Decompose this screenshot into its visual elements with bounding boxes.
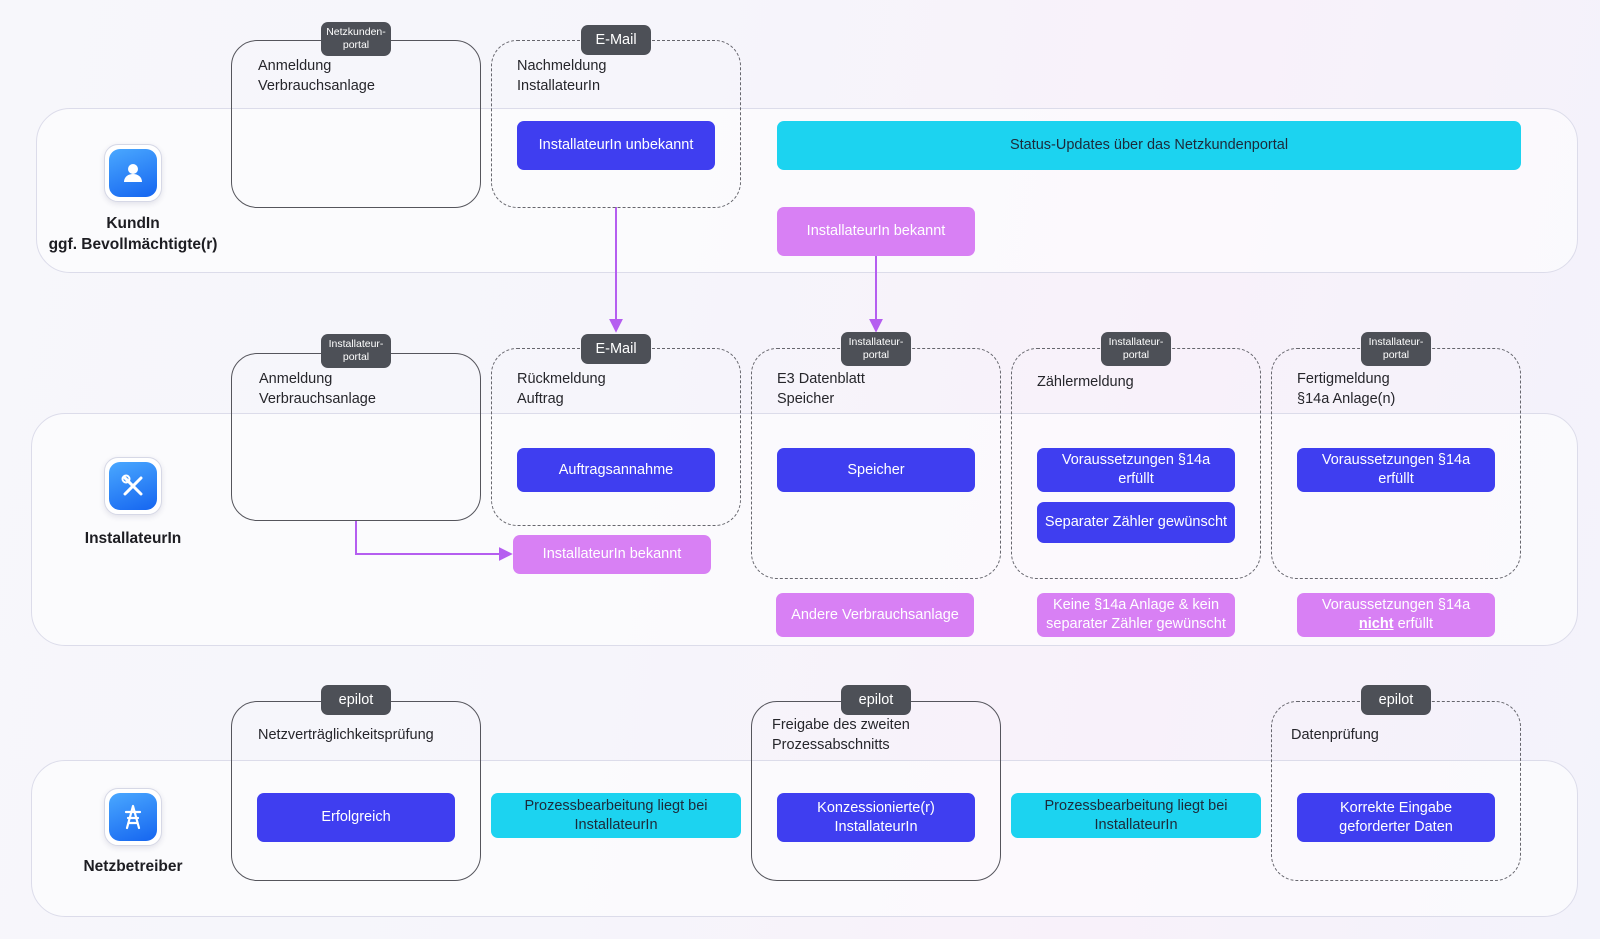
title-line: Nachmeldung bbox=[517, 58, 607, 74]
portal-tag: Installateur-portal bbox=[321, 334, 391, 368]
epilot-tag: epilot bbox=[841, 685, 911, 715]
data-check-title: Datenprüfung bbox=[1291, 727, 1379, 743]
installer-avatar bbox=[104, 457, 162, 515]
title-line: Auftrag bbox=[517, 391, 564, 407]
portal-tag: Installateur-portal bbox=[841, 332, 911, 366]
customer-sub: ggf. Bevollmächtigte(r) bbox=[48, 236, 218, 253]
process-with-installer-bar[interactable]: Prozessbearbeitung liegt bei Installateu… bbox=[491, 793, 741, 838]
order-acceptance-button[interactable]: Auftragsannahme bbox=[517, 448, 715, 492]
nachmeldung-title: Nachmeldung InstallateurIn bbox=[517, 56, 606, 96]
customer-avatar bbox=[104, 144, 162, 202]
requirements-not-met-button[interactable]: Voraussetzungen §14a nicht erfüllt bbox=[1297, 593, 1495, 637]
portal-tag: Installateur-portal bbox=[1361, 332, 1431, 366]
button-line: geforderter Daten bbox=[1339, 818, 1453, 835]
title-line: Speicher bbox=[777, 391, 835, 407]
power-pylon-icon bbox=[109, 793, 157, 841]
operator-label: Netzbetreiber bbox=[83, 858, 183, 875]
button-line: Konzessionierte(r) bbox=[817, 799, 935, 816]
emphasis-rest: erfüllt bbox=[1393, 616, 1434, 632]
other-consumer-button[interactable]: Andere Verbrauchsanlage bbox=[776, 593, 974, 637]
button-line: Keine §14a Anlage & kein bbox=[1052, 597, 1220, 613]
email-tag: E-Mail bbox=[581, 334, 651, 364]
installer-known-button[interactable]: InstallateurIn bekannt bbox=[513, 535, 711, 574]
button-line: nicht erfüllt bbox=[1359, 615, 1433, 634]
title-line: Fertigmeldung bbox=[1297, 371, 1390, 387]
grid-check-title: Netzverträglichkeitsprüfung bbox=[258, 727, 434, 743]
emphasis-not: nicht bbox=[1358, 616, 1394, 632]
no-14a-button[interactable]: Keine §14a Anlage & kein separater Zähle… bbox=[1037, 593, 1235, 637]
button-line: Prozessbearbeitung liegt bei bbox=[1044, 797, 1228, 814]
datenblatt-title: E3 Datenblatt Speicher bbox=[777, 369, 865, 409]
button-line: InstallateurIn bbox=[834, 818, 918, 835]
installer-registration-title: Anmeldung Verbrauchsanlage bbox=[259, 369, 376, 409]
arrow-anmeldung-to-known bbox=[355, 521, 513, 561]
button-line: Korrekte Eingabe bbox=[1339, 799, 1453, 816]
customer-registration-title: Anmeldung Verbrauchsanlage bbox=[258, 56, 375, 96]
button-line: InstallateurIn bbox=[1094, 816, 1178, 833]
rueckmeldung-title: Rückmeldung Auftrag bbox=[517, 369, 606, 409]
requirements-met-button[interactable]: Voraussetzungen §14a erfüllt bbox=[1297, 448, 1495, 492]
button-line: separater Zähler gewünscht bbox=[1046, 616, 1226, 632]
zaehlermeldung-title: Zählermeldung bbox=[1037, 374, 1134, 390]
email-tag: E-Mail bbox=[581, 25, 651, 55]
portal-tag: Netzkunden-portal bbox=[321, 22, 391, 56]
button-line: InstallateurIn bbox=[574, 816, 658, 833]
correct-input-button[interactable]: Korrekte Eingabe geforderter Daten bbox=[1297, 793, 1495, 842]
operator-avatar bbox=[104, 788, 162, 846]
title-line: Prozessabschnitts bbox=[772, 737, 890, 753]
installer-known-button[interactable]: InstallateurIn bekannt bbox=[777, 207, 975, 256]
title-line: InstallateurIn bbox=[517, 78, 601, 94]
installer-label: InstallateurIn bbox=[84, 530, 182, 547]
button-line: Prozessbearbeitung liegt bei bbox=[524, 797, 708, 814]
customer-name: KundIn bbox=[106, 215, 160, 232]
button-line: Voraussetzungen §14a bbox=[1321, 452, 1471, 468]
installer-unknown-button[interactable]: InstallateurIn unbekannt bbox=[517, 121, 715, 170]
portal-tag: Installateur-portal bbox=[1101, 332, 1171, 366]
customer-label: KundIn ggf. Bevollmächtigte(r) bbox=[40, 213, 226, 255]
requirements-met-button[interactable]: Voraussetzungen §14a erfüllt bbox=[1037, 448, 1235, 492]
successful-button[interactable]: Erfolgreich bbox=[257, 793, 455, 842]
title-line: Verbrauchsanlage bbox=[259, 391, 376, 407]
button-line: erfüllt bbox=[1118, 471, 1154, 487]
storage-button[interactable]: Speicher bbox=[777, 448, 975, 492]
title-line: Anmeldung bbox=[259, 371, 333, 387]
title-line: Verbrauchsanlage bbox=[258, 78, 375, 94]
separate-meter-button[interactable]: Separater Zähler gewünscht bbox=[1037, 502, 1235, 543]
title-line: Rückmeldung bbox=[517, 371, 606, 387]
epilot-tag: epilot bbox=[1361, 685, 1431, 715]
button-line: Voraussetzungen §14a bbox=[1321, 597, 1471, 613]
title-line: Freigabe des zweiten bbox=[772, 717, 910, 733]
button-line: Voraussetzungen §14a bbox=[1061, 452, 1211, 468]
title-line: E3 Datenblatt bbox=[777, 371, 865, 387]
status-updates-bar[interactable]: Status-Updates über das Netzkundenportal bbox=[777, 121, 1521, 170]
title-line: §14a Anlage(n) bbox=[1297, 391, 1396, 407]
process-with-installer-bar[interactable]: Prozessbearbeitung liegt bei Installateu… bbox=[1011, 793, 1261, 838]
fertigmeldung-title: Fertigmeldung §14a Anlage(n) bbox=[1297, 369, 1395, 409]
epilot-tag: epilot bbox=[321, 685, 391, 715]
person-icon bbox=[109, 149, 157, 197]
title-line: Anmeldung bbox=[258, 58, 332, 74]
tools-icon bbox=[109, 462, 157, 510]
licensed-installer-button[interactable]: Konzessionierte(r) InstallateurIn bbox=[777, 793, 975, 842]
button-line: erfüllt bbox=[1378, 471, 1414, 487]
approval-title: Freigabe des zweiten Prozessabschnitts bbox=[772, 715, 910, 755]
